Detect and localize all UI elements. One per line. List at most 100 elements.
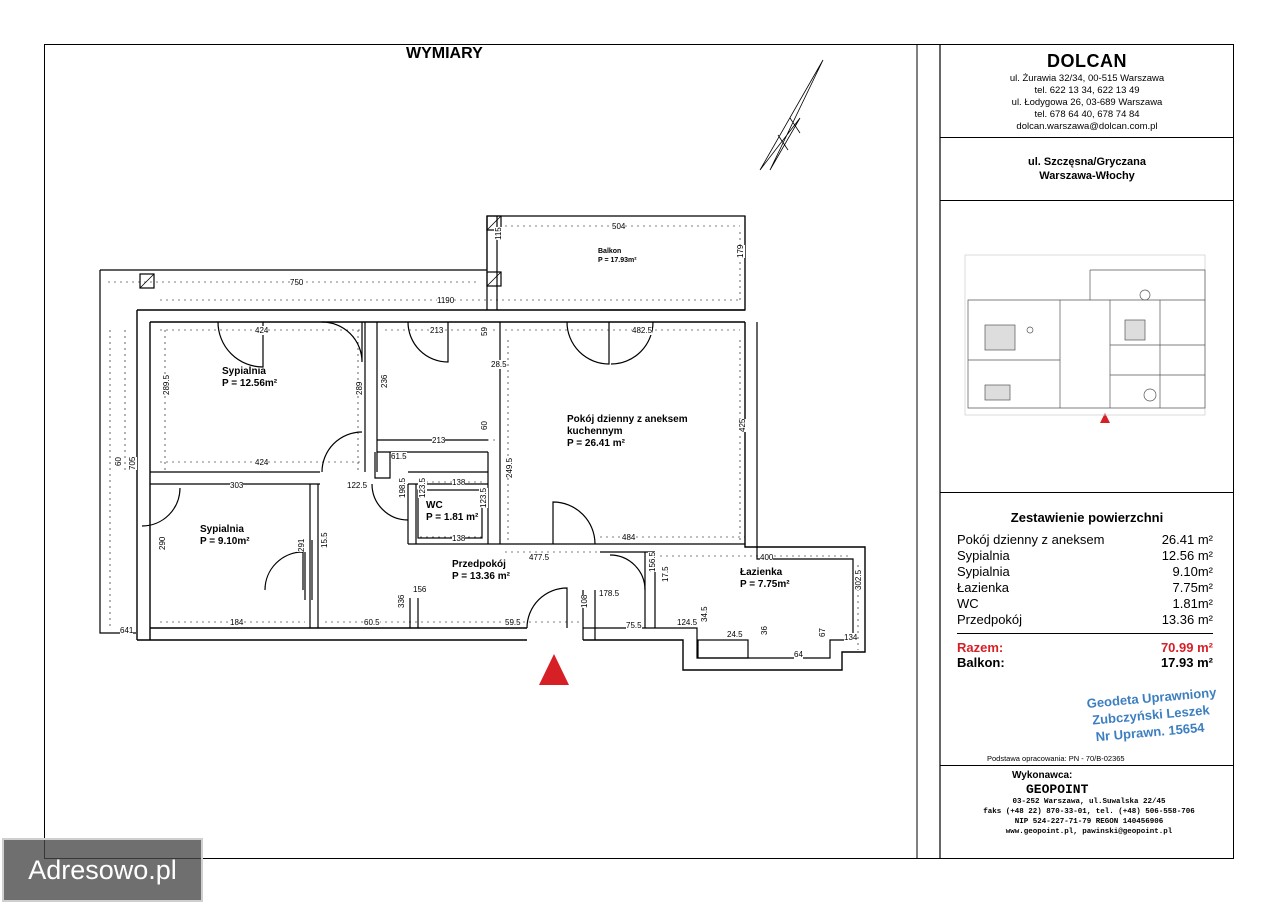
contractor-line: www.geopoint.pl, pawinski@geopoint.pl <box>1005 828 1173 836</box>
summary-label: Sypialnia <box>957 564 1010 579</box>
summary-label: Sypialnia <box>957 548 1010 563</box>
dimension-label: 400 <box>760 553 774 562</box>
summary-row: Sypialnia 9.10m² <box>957 564 1213 580</box>
company-line: tel. 622 13 34, 622 13 49 <box>1034 85 1140 96</box>
dimension-label: 705 <box>128 456 137 470</box>
dimension-label: 336 <box>397 594 406 608</box>
company-line: tel. 678 64 40, 678 74 84 <box>1034 109 1140 120</box>
contractor-contact: 03-252 Warszawa, ul.Suwalska 22/45 faks … <box>960 797 1218 837</box>
dimension-label: 34.5 <box>700 606 709 622</box>
contractor-line: NIP 524-227-71-79 REGON 140456906 <box>1014 818 1164 826</box>
summary-value: 9.10m² <box>1172 564 1213 579</box>
room-area: P = 26.41 m² <box>567 438 625 449</box>
summary-label: Pokój dzienny z aneksem <box>957 532 1105 547</box>
summary-value: 13.36 m² <box>1161 612 1213 627</box>
dimension-label: 123.5 <box>418 477 427 498</box>
dimension-label: 289.5 <box>162 374 171 395</box>
dimension-label: 156 <box>413 585 427 594</box>
adresowo-watermark[interactable]: Adresowo.pl <box>2 838 203 902</box>
dimension-label: 482.5 <box>632 326 653 335</box>
locator-minimap <box>964 254 1206 416</box>
summary-value: 1.81m² <box>1172 596 1213 611</box>
dimension-label: 138 <box>452 478 466 487</box>
balcony-label: Balkon: <box>957 655 1005 670</box>
dimension-label: 249.5 <box>505 457 514 478</box>
room-name: Łazienka <box>740 567 783 578</box>
divider <box>940 137 1234 138</box>
divider <box>940 765 1234 766</box>
summary-value: 7.75m² <box>1172 580 1213 595</box>
dimension-label: 184 <box>230 618 244 627</box>
total-label: Razem: <box>957 640 1004 655</box>
dimension-label: 59.5 <box>505 618 521 627</box>
room-area: P = 7.75m² <box>740 579 790 590</box>
dimension-label: 122.5 <box>347 481 368 490</box>
room-label-wc: WC P = 1.81 m² <box>426 500 478 524</box>
summary-total: Razem: 70.99 m² <box>957 640 1213 656</box>
drawing-sheet <box>44 44 1234 859</box>
summary-label: Przedpokój <box>957 612 1023 627</box>
room-name: Sypialnia <box>200 524 244 535</box>
company-name: DOLCAN <box>1047 51 1127 71</box>
dimension-label: 213 <box>430 326 444 335</box>
dimension-label: 60 <box>480 421 489 430</box>
dimension-label: 178.5 <box>599 589 620 598</box>
dimension-label: 115 <box>494 227 503 240</box>
plan-title: WYMIARY <box>406 45 483 62</box>
dimension-label: 750 <box>290 278 304 287</box>
dimension-label: 425 <box>738 418 747 432</box>
dimension-label: 291 <box>297 538 306 552</box>
company-line: dolcan.warszawa@dolcan.com.pl <box>1016 121 1158 132</box>
summary-label: Łazienka <box>957 580 1010 595</box>
dimension-label: 236 <box>380 374 389 388</box>
company-line: ul. Łodygowa 26, 03-689 Warszawa <box>1011 97 1163 108</box>
dimension-label: 134 <box>844 633 858 642</box>
dimension-label: 424 <box>255 326 269 335</box>
location: ul. Szczęsna/Gryczana Warszawa-Włochy <box>940 155 1234 183</box>
divider <box>940 492 1234 493</box>
dimension-label: 484 <box>622 533 636 542</box>
dimension-label: 289 <box>355 381 364 395</box>
dimension-label: 179 <box>736 244 745 258</box>
summary-row: Przedpokój 13.36 m² <box>957 612 1213 628</box>
dimension-label: 198.5 <box>398 477 407 498</box>
room-name: Balkon <box>598 248 622 255</box>
dimension-label: 124.5 <box>677 618 698 627</box>
total-value: 70.99 m² <box>1160 640 1213 655</box>
dimension-label: 641 <box>120 626 134 635</box>
dimension-label: 290 <box>158 536 167 550</box>
dimension-label: 67 <box>818 628 827 637</box>
room-label-bedroom-2: Sypialnia P = 9.10m² <box>200 524 250 548</box>
summary-separator <box>957 633 1213 634</box>
room-area: P = 1.81 m² <box>426 512 479 523</box>
balcony-value: 17.93 m² <box>1160 655 1213 670</box>
dimension-label: 24.5 <box>727 630 743 639</box>
location-street: ul. Szczęsna/Gryczana <box>1028 156 1146 168</box>
contractor-line: faks (+48 22) 870-33-01, tel. (+48) 506-… <box>983 808 1195 816</box>
room-name-cont: kuchennym <box>567 426 623 437</box>
dimension-label: 75.5 <box>626 621 642 630</box>
room-label-bedroom-1: Sypialnia P = 12.56m² <box>222 366 277 390</box>
divider <box>940 200 1234 201</box>
room-area: P = 13.36 m² <box>452 571 510 582</box>
room-label-hall: Przedpokój P = 13.36 m² <box>452 559 510 583</box>
dimension-label: 60 <box>114 457 123 466</box>
dimension-label: 59 <box>480 327 489 336</box>
dimension-label: 424 <box>255 458 269 467</box>
dimension-label: 61.5 <box>391 452 407 461</box>
location-district: Warszawa-Włochy <box>1039 170 1135 182</box>
room-label-balcony: Balkon P = 17.93m² <box>598 247 637 265</box>
dimension-label: 138 <box>452 534 466 543</box>
summary-title: Zestawienie powierzchni <box>1010 510 1164 525</box>
dimension-label: 504 <box>612 222 626 231</box>
contractor-line: 03-252 Warszawa, ul.Suwalska 22/45 <box>1012 798 1166 806</box>
dimension-label: 17.5 <box>661 566 670 582</box>
summary-row: Łazienka 7.75m² <box>957 580 1213 596</box>
dimension-label: 1190 <box>437 296 455 305</box>
room-area: P = 17.93m² <box>598 257 637 264</box>
dimension-label: 36 <box>760 626 769 635</box>
room-area: P = 12.56m² <box>222 378 278 389</box>
